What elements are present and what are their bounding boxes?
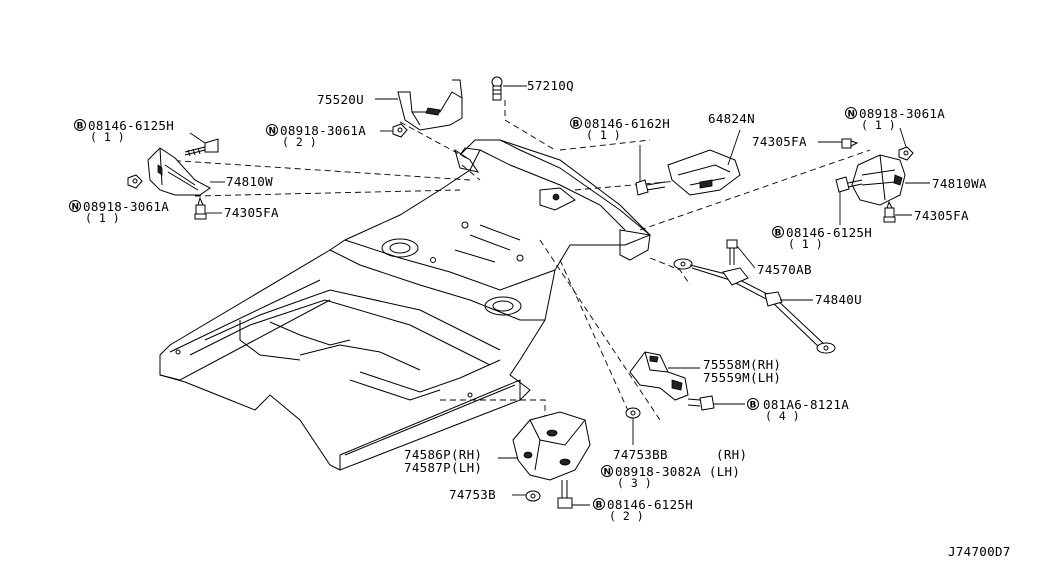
qty-08918-3061a-left: ( 1 ) <box>85 211 120 225</box>
label-74810w: 74810W <box>226 174 273 189</box>
nut-08918-3061a-left <box>127 174 143 189</box>
label-rh-tag: (RH) <box>716 447 747 462</box>
svg-text:B: B <box>750 401 757 411</box>
label-08146-6125h-bottom: 08146-6125H <box>607 497 693 512</box>
bracket-75558m-75559m <box>629 351 689 401</box>
nut-symbol: N <box>601 465 613 478</box>
qty-081a6-8121a: ( 4 ) <box>765 409 800 423</box>
label-08918-3061a-top: 08918-3061A <box>280 123 366 138</box>
label-74753bb: 74753BB <box>613 447 668 462</box>
bolt-symbol: B <box>593 498 605 511</box>
bracket-75520u <box>397 79 463 131</box>
label-74305fa-right: 74305FA <box>914 208 969 223</box>
qty-08918-3061a-right: ( 1 ) <box>861 118 896 132</box>
protector-74810wa <box>851 154 906 206</box>
svg-text:N: N <box>72 203 80 213</box>
seat-mount-hole <box>381 238 419 258</box>
svg-text:N: N <box>604 468 612 478</box>
bolt-08146-6125h-right <box>835 176 863 193</box>
label-74586p: 74586P(RH) <box>404 447 482 462</box>
label-75558m: 75558M(RH) <box>703 357 781 372</box>
label-74753b: 74753B <box>449 487 496 502</box>
svg-text:B: B <box>596 501 603 511</box>
qty-08918-3082a: ( 3 ) <box>617 476 652 490</box>
label-74570ab: 74570AB <box>757 262 812 277</box>
nut-symbol: N <box>266 124 278 137</box>
qty-08146-6125h-bottom: ( 2 ) <box>609 509 644 523</box>
label-74305fa-left: 74305FA <box>224 205 279 220</box>
label-74587p: 74587P(LH) <box>404 460 482 475</box>
protector-74810w <box>147 147 211 196</box>
svg-text:B: B <box>77 122 84 132</box>
label-08146-6125h-right: 08146-6125H <box>786 225 872 240</box>
qty-08146-6125h-left: ( 1 ) <box>90 130 125 144</box>
clip-57210q <box>491 76 503 101</box>
bolt-08146-6125h-bottom <box>557 480 573 509</box>
nut-symbol: N <box>69 200 81 213</box>
qty-08146-6162h: ( 1 ) <box>586 128 621 142</box>
bolt-08146-6162h <box>635 179 666 196</box>
bolt-symbol: B <box>570 117 582 130</box>
label-57210q: 57210Q <box>527 78 574 93</box>
svg-text:B: B <box>775 229 782 239</box>
label-74840u: 74840U <box>815 292 862 307</box>
bolt-081a6-8121a <box>687 395 715 411</box>
qty-08146-6125h-right: ( 1 ) <box>788 237 823 251</box>
bolt-symbol: B <box>772 226 784 239</box>
label-08918-3061a-left: 08918-3061A <box>83 199 169 214</box>
label-74810wa: 74810WA <box>932 176 987 191</box>
label-081a6-8121a: 081A6-8121A <box>763 397 849 412</box>
nut-08918-3061a-top <box>392 123 408 138</box>
svg-text:N: N <box>848 110 856 120</box>
nut-symbol: N <box>845 107 857 120</box>
nut-74753bb <box>625 407 641 419</box>
label-74305fa-right-top: 74305FA <box>752 134 807 149</box>
seat-mount-hole <box>484 296 522 316</box>
label-08146-6125h-left: 08146-6125H <box>88 118 174 133</box>
bracket-74586p-74587p <box>512 411 591 481</box>
diagram-code: J74700D7 <box>948 544 1011 559</box>
bolt-symbol: B <box>747 398 759 411</box>
strap-74840u <box>673 258 836 354</box>
bolt-74570ab <box>726 239 738 265</box>
label-75559m: 75559M(LH) <box>703 370 781 385</box>
assembly-guide-lines <box>164 100 871 421</box>
label-75520u: 75520U <box>317 92 364 107</box>
bolt-symbol: B <box>74 119 86 132</box>
label-08918-3082a: 08918-3082A (LH) <box>615 464 740 479</box>
nut-08918-3061a-right <box>898 146 914 161</box>
svg-text:N: N <box>269 127 277 137</box>
floor-pan <box>159 139 651 471</box>
qty-08918-3061a-top: ( 2 ) <box>282 135 317 149</box>
bolt-08146-6125h-left <box>184 138 219 157</box>
nut-74753b <box>525 490 541 502</box>
clip-74305fa-left <box>194 196 207 220</box>
bracket-64824n <box>667 149 741 196</box>
clip-74305fa-right-top <box>841 138 859 149</box>
label-08918-3061a-right: 08918-3061A <box>859 106 945 121</box>
label-64824n: 64824N <box>708 111 755 126</box>
svg-text:B: B <box>573 120 580 130</box>
label-08146-6162h: 08146-6162H <box>584 116 670 131</box>
clip-74305fa-right <box>883 200 896 223</box>
